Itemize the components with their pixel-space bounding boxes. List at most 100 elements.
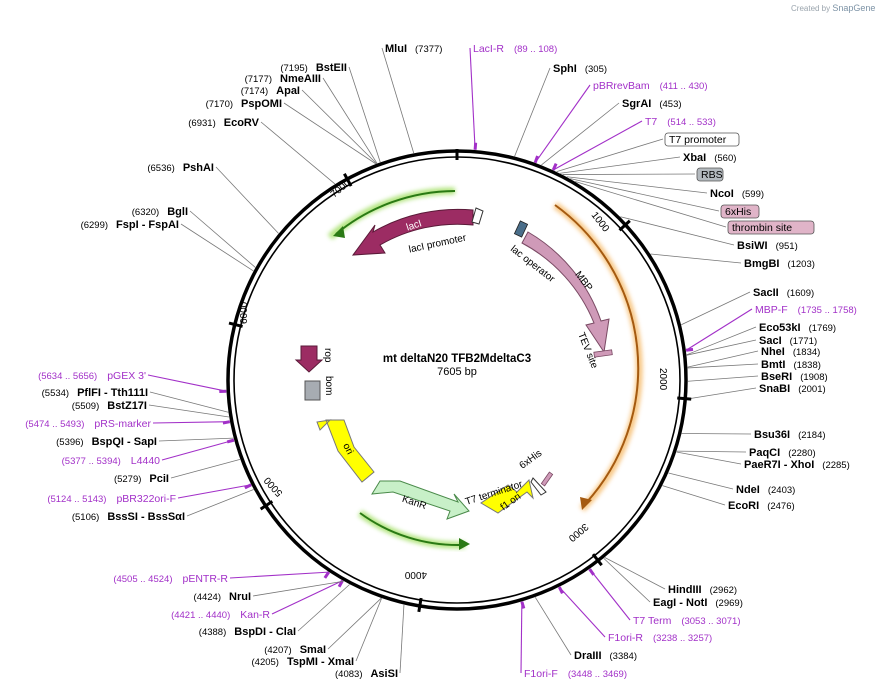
map-label-bspqi-sapi: BspQI - SapI(5396) [56, 436, 157, 448]
label-name-draiii: DraIII [574, 650, 602, 662]
leader-eco53ki [686, 326, 757, 356]
label-pos-asisi: (4083) [335, 669, 362, 680]
map-label-pflfi-tth111i: PflFI - Tth111I(5534) [42, 387, 148, 399]
label-pos-bsssi-bsss-i: (5106) [72, 512, 99, 523]
leader-ecorv [260, 121, 336, 185]
feature-box-label-6xhis: 6xHis [725, 206, 751, 218]
feature-box-label-rbs: RBS [701, 169, 723, 181]
map-label-rbs: RBS [696, 167, 724, 182]
map-label-6xhis: 6xHis [720, 204, 760, 219]
label-name-sgrai: SgrAI [622, 98, 651, 110]
map-label-thrombin-site: thrombin site [727, 220, 815, 235]
leader-thrombin-site [575, 181, 727, 228]
scale-tick-label-2000: 2000 [657, 368, 668, 391]
map-label-pcii: PciI(5279) [114, 473, 169, 485]
feature-tev-site-box [593, 349, 613, 358]
label-name-pgex-3: pGEX 3' [107, 370, 146, 382]
map-label-ecorv: EcoRV(6931) [188, 117, 259, 129]
leader-bsteii [348, 66, 381, 163]
leader-bsu36i [681, 433, 752, 435]
label-name-t7-term: T7 Term [633, 615, 672, 627]
leader-laci-r [469, 47, 476, 150]
map-label-bmgbi: BmgBI(1203) [744, 258, 815, 270]
leader-mbp-f [685, 308, 753, 351]
leader-sgrai [541, 102, 620, 166]
leader-f1ori-r [558, 586, 606, 638]
scale-tick-label-6000: 6000 [239, 301, 250, 324]
leader-ndei [668, 472, 734, 490]
label-pos-bseri: (1908) [800, 372, 827, 383]
label-pos-draiii: (3384) [610, 651, 637, 662]
label-name-pshai: PshAI [183, 162, 214, 174]
label-name-bsssi-bsss-i: BssSI - BssSαI [107, 511, 185, 523]
label-pos-sacii: (1609) [787, 288, 814, 299]
label-pos-ecori: (2476) [767, 501, 794, 512]
label-pos-eco53ki: (1769) [809, 323, 836, 334]
label-name-pspomi: PspOMI [241, 98, 282, 110]
feature-6xhis-label: 6xHis [517, 448, 544, 472]
orf-laci-arrowhead [333, 226, 345, 238]
leader-bspqi-sapi [158, 437, 234, 442]
leader-pentr-r [229, 571, 329, 579]
label-pos-bgli: (6320) [132, 207, 159, 218]
label-pos-hindiii: (2962) [710, 585, 737, 596]
feature-laci-promoter-label: lacI promoter [408, 232, 468, 255]
label-pos-smai: (4207) [264, 645, 291, 656]
label-pos-pbr322ori-f: (5124 .. 5143) [47, 494, 106, 505]
label-name-f1ori-r: F1ori-R [608, 632, 643, 644]
feature-box-6xhis [720, 204, 760, 219]
label-pos-nmeaiii: (7177) [245, 74, 272, 85]
label-pos-bspdi-clai: (4388) [199, 627, 226, 638]
map-label-pentr-r: pENTR-R(4505 .. 4524) [113, 573, 228, 585]
plasmid-length: 7605 bp [437, 366, 477, 378]
label-pos-sphi: (305) [585, 64, 607, 75]
label-pos-mbp-f: (1735 .. 1758) [798, 305, 857, 316]
map-label-t7-term: T7 Term (3053 .. 3071) [633, 615, 740, 627]
label-pos-paer7i-xhoi: (2285) [822, 460, 849, 471]
label-name-l4440: L4440 [131, 455, 160, 467]
feature-kanr-arrow [371, 480, 470, 520]
label-pos-bsteii: (7195) [280, 63, 307, 74]
label-name-eco53ki: Eco53kI [759, 322, 801, 334]
snapgene-credit: Created by SnapGene [791, 3, 875, 13]
leader-bseri [687, 375, 759, 382]
map-label-pbrrevbam: pBRrevBam(411 .. 430) [593, 80, 708, 92]
label-name-nhei: NheI [761, 346, 785, 358]
feature-bom-label: bom [323, 376, 334, 395]
label-pos-t7-term: (3053 .. 3071) [681, 616, 740, 627]
map-label-t7: T7(514 .. 533) [645, 116, 716, 128]
feature-box-label-t7-promoter: T7 promoter [669, 134, 727, 146]
feature-laci-promoter-marker [471, 207, 484, 225]
orf-laci-arc [335, 190, 456, 235]
leader-nmeaiii [322, 77, 378, 164]
label-pos-bspqi-sapi: (5396) [56, 437, 83, 448]
label-pos-f1ori-f: (3448 .. 3469) [568, 669, 627, 680]
map-label-eagi-noti: EagI - NotI(2969) [653, 597, 743, 609]
leader-6xhis [570, 178, 720, 212]
feature-t7-terminator-marker [530, 477, 547, 496]
leader-bsssi-bsss-i [186, 489, 254, 517]
map-label-sacii: SacII(1609) [753, 287, 814, 299]
leader-snabi [687, 387, 757, 400]
label-pos-bmti: (1838) [793, 360, 820, 371]
label-pos-ecorv: (6931) [188, 118, 215, 129]
feature-box-thrombin-site [727, 220, 815, 235]
label-name-hindiii: HindIII [668, 584, 702, 596]
map-label-bsteii: BstEII(7195) [280, 62, 347, 74]
map-label-pshai: PshAI(6536) [147, 162, 214, 174]
map-label-tspmi-xmai: TspMI - XmaI(4205) [252, 656, 355, 668]
leader-tspmi-xmai [355, 598, 382, 662]
label-pos-eagi-noti: (2969) [715, 598, 742, 609]
feature-ori-arrow [316, 419, 375, 483]
leader-pshai [215, 166, 279, 234]
label-name-ncoi: NcoI [710, 188, 734, 200]
label-pos-apai: (7174) [241, 86, 268, 97]
scale-tick-1000 [618, 219, 631, 232]
label-pos-nhei: (1834) [793, 347, 820, 358]
map-label-saci: SacI(1771) [759, 335, 817, 347]
label-name-asisi: AsiSI [370, 668, 398, 680]
leader-l4440 [161, 439, 235, 461]
leader-xbai [560, 156, 681, 174]
leader-asisi [399, 604, 405, 674]
label-name-bstz17i: BstZ17I [107, 400, 147, 412]
